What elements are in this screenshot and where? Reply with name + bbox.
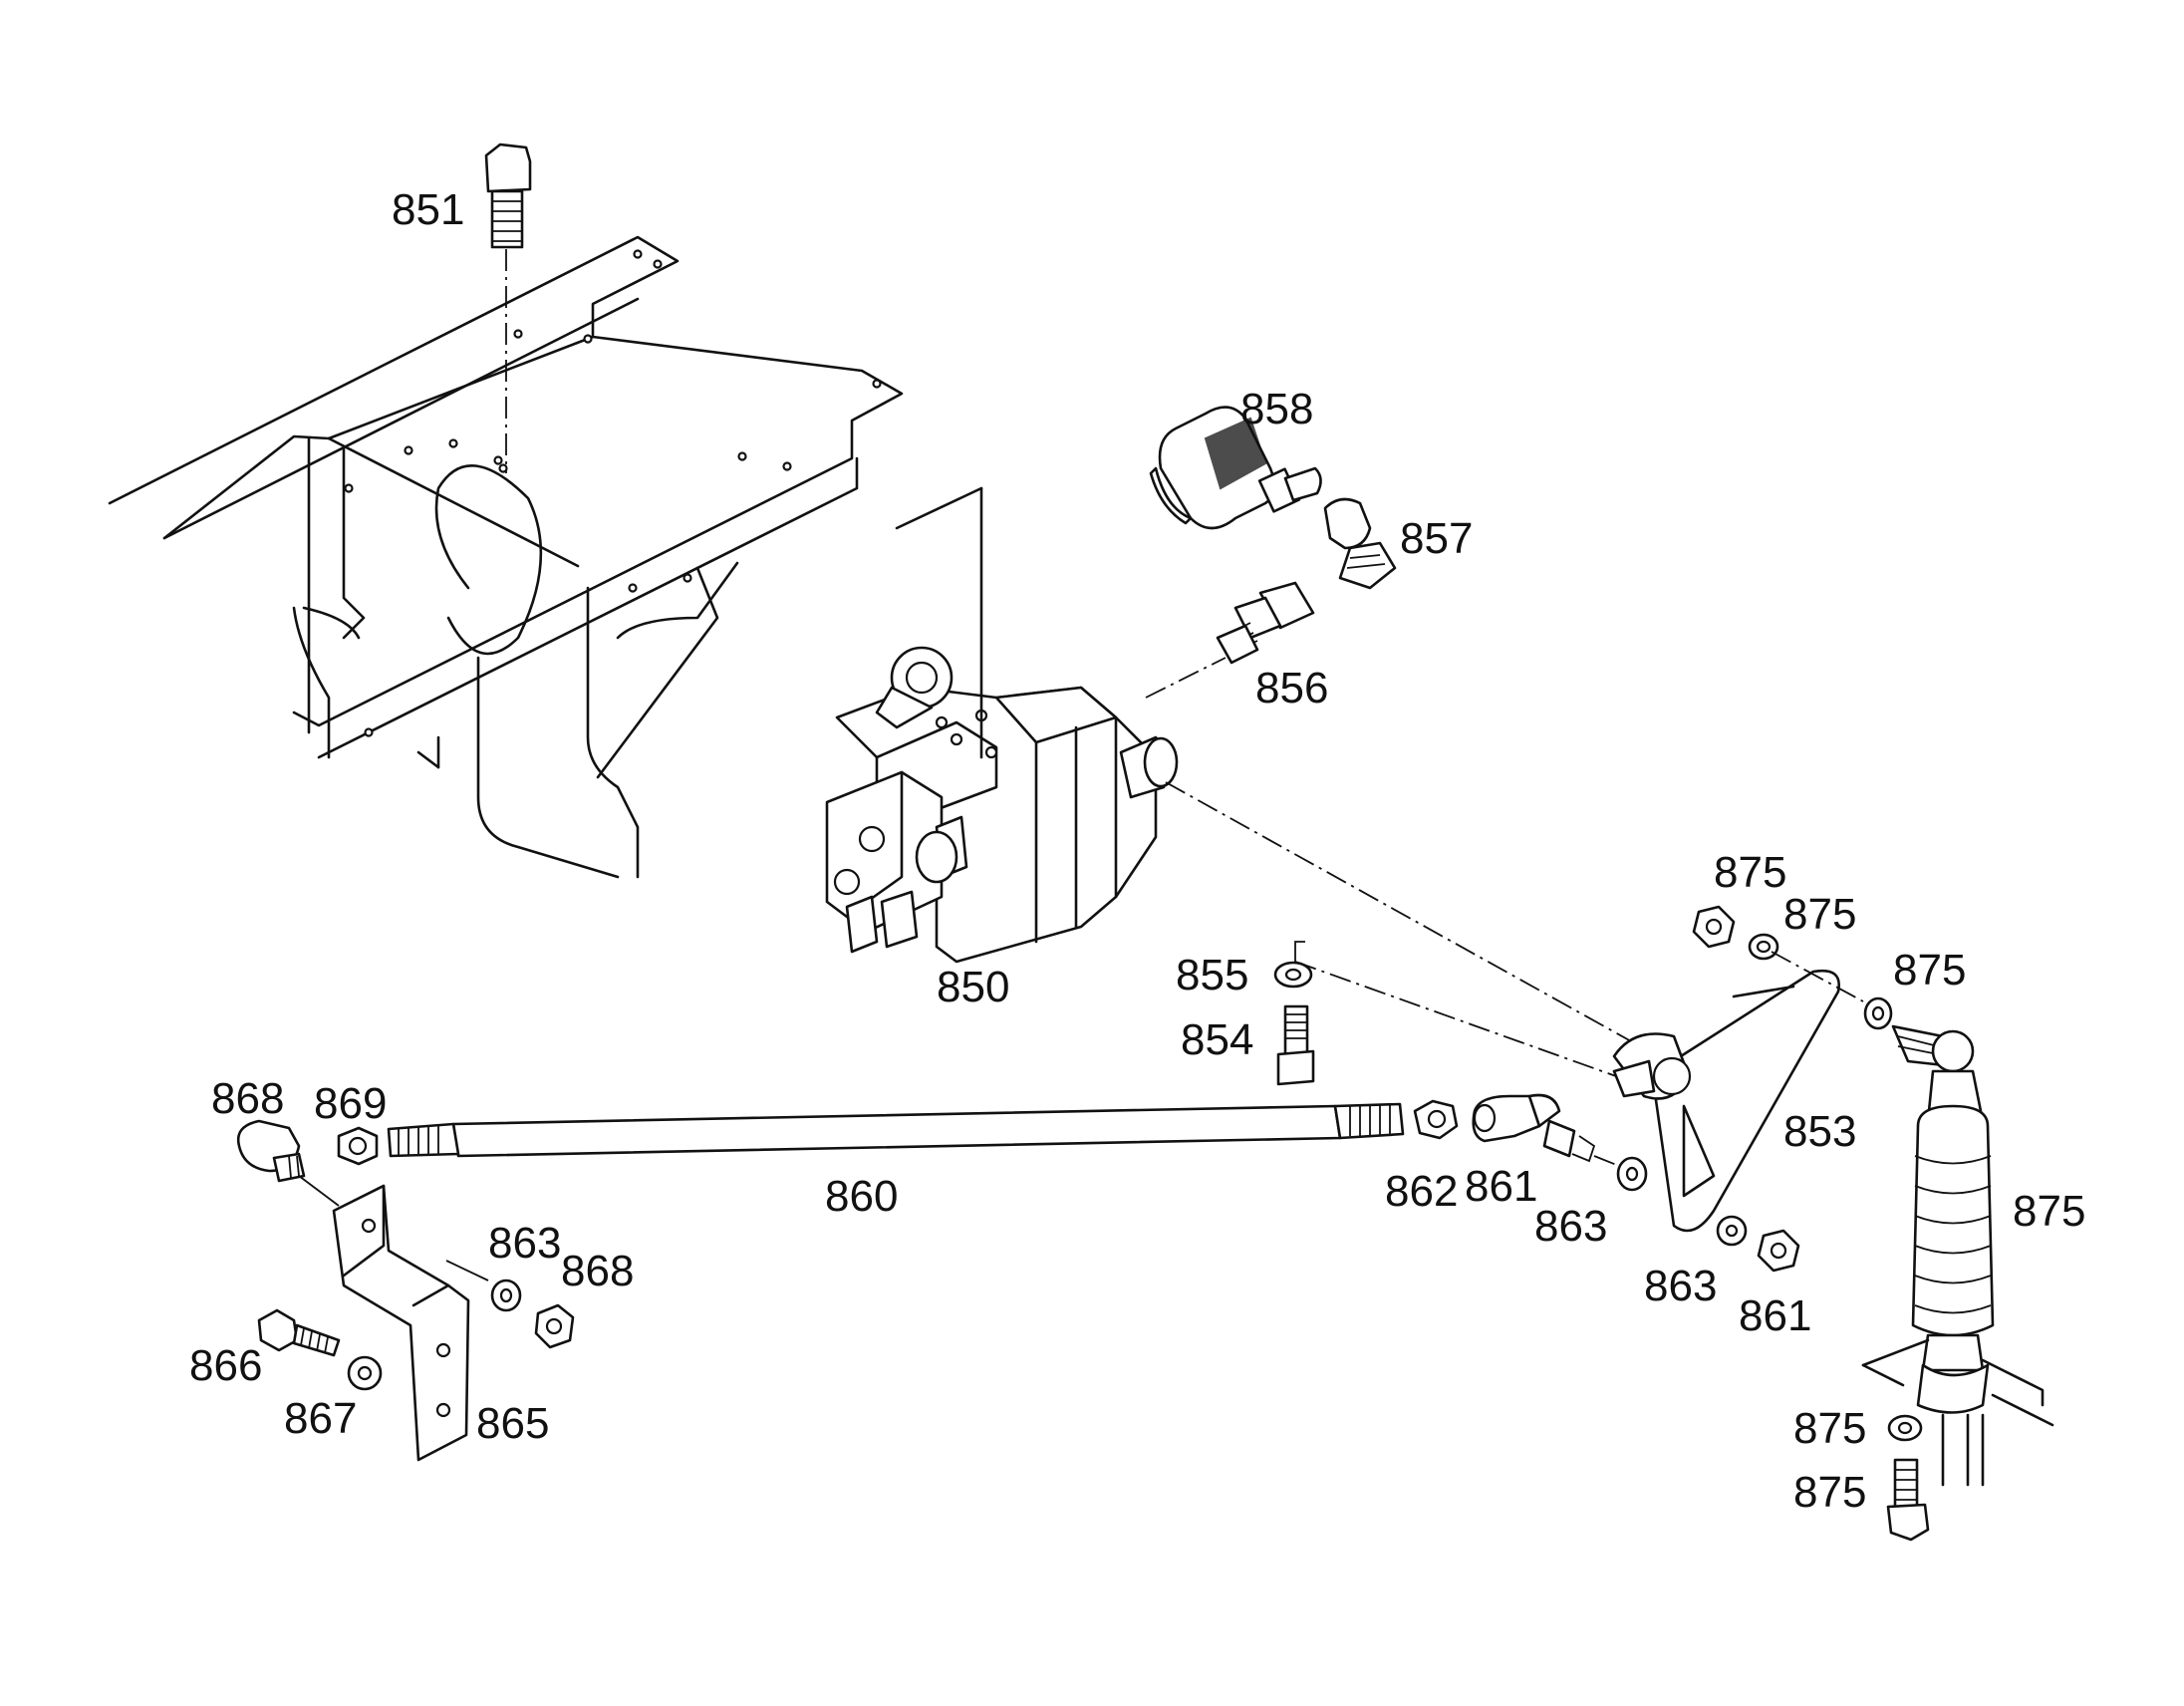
label-867: 867	[284, 1394, 357, 1443]
label-854: 854	[1181, 1015, 1253, 1064]
label-855: 855	[1176, 951, 1248, 999]
label-851: 851	[392, 185, 464, 234]
bolt-851	[484, 142, 532, 473]
filter-858	[1149, 406, 1322, 530]
valve-block-850	[825, 486, 1695, 1077]
lower-mount-875	[1861, 1338, 2054, 1542]
part-labels: 851 858 857 856 850 855 854 868 869 860 …	[189, 185, 2085, 1517]
washer-nut-863-868	[490, 1279, 575, 1349]
left-rod-end-868-869	[236, 1119, 379, 1183]
screw-854-washer-855	[1273, 941, 1645, 1087]
chassis-frame	[108, 235, 904, 879]
label-866: 866	[189, 1341, 262, 1390]
label-858: 858	[1240, 385, 1313, 433]
washer-nut-863-861	[1716, 1215, 1800, 1273]
label-875: 875	[1793, 1468, 1866, 1517]
label-861: 861	[1465, 1162, 1537, 1211]
rod-end-parts	[1413, 1093, 1648, 1192]
label-860: 860	[825, 1172, 898, 1221]
label-856: 856	[1255, 664, 1328, 712]
elbow-fitting-857	[1323, 497, 1397, 590]
label-868: 868	[211, 1074, 284, 1123]
label-857: 857	[1400, 514, 1473, 563]
label-875: 875	[1783, 890, 1856, 939]
label-850: 850	[937, 963, 1009, 1011]
label-869: 869	[314, 1079, 387, 1128]
label-863: 863	[1534, 1202, 1607, 1251]
label-865: 865	[476, 1399, 549, 1448]
label-861: 861	[1739, 1291, 1811, 1340]
label-875: 875	[2013, 1187, 2085, 1236]
label-868: 868	[561, 1247, 634, 1295]
label-875: 875	[1793, 1404, 1866, 1453]
label-875: 875	[1714, 848, 1786, 897]
lever-bracket-853	[1612, 969, 1840, 1233]
nut-washer-set-875	[1692, 905, 1893, 1030]
label-862: 862	[1385, 1167, 1458, 1216]
label-853: 853	[1783, 1107, 1856, 1156]
bolt-866-washer-867	[257, 1308, 383, 1391]
label-875: 875	[1893, 946, 1966, 995]
rod-860	[387, 1102, 1405, 1158]
bracket-865	[298, 1175, 489, 1462]
spring-unit-875	[1891, 1024, 1995, 1414]
fitting-856	[1145, 581, 1315, 699]
label-863: 863	[1644, 1262, 1717, 1310]
label-863: 863	[488, 1219, 561, 1268]
